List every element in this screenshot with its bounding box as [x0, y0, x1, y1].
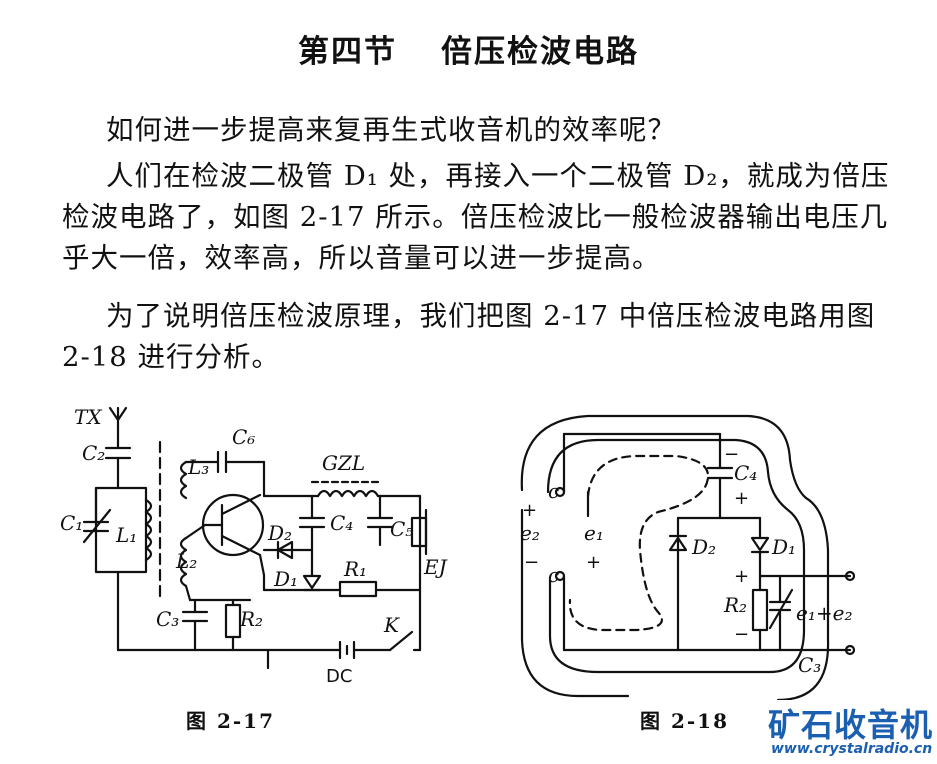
label-d2: D₂ — [691, 535, 716, 559]
section-heading: 第四节 倍压检波电路 — [0, 26, 937, 71]
label-ej: EJ — [423, 555, 448, 579]
label-minus-out: − — [734, 624, 749, 645]
label-d2: D₂ — [267, 521, 292, 545]
paragraph-1: 如何进一步提高来复再生式收音机的效率呢？ — [106, 114, 676, 146]
label-c3: C₃ — [798, 653, 821, 677]
label-d1: D₁ — [273, 567, 298, 591]
section-title: 倍压检波电路 — [441, 34, 639, 70]
label-l1: L₁ — [115, 523, 137, 547]
label-c2: C₂ — [82, 441, 105, 465]
label-minus-e2: − — [524, 552, 539, 573]
label-c-top: c — [548, 479, 559, 503]
circuit-diagram-2-17: TX C₂ C₁ L₁ L₃ C₆ L₂ GZL C₄ C₅ D₂ D₁ R₁ … — [60, 405, 448, 687]
label-c3: C₃ — [156, 607, 179, 631]
label-r2: R₂ — [723, 593, 747, 617]
label-c-bottom: c — [548, 563, 559, 587]
label-e2: e₂ — [520, 521, 540, 545]
label-r2: R₂ — [239, 607, 263, 631]
label-c5: C₅ — [390, 517, 413, 541]
label-dc: DC — [326, 666, 352, 687]
section-number: 第四节 — [298, 34, 397, 70]
circuit-diagram-2-18: c c + e₂ − e₁ + − C₄ + D₂ D₁ + R₂ − e₁+e… — [520, 414, 856, 700]
label-c4: C₄ — [734, 461, 757, 485]
paragraph-2: 人们在检波二极管 D₁ 处，再接入一个二极管 D₂，就成为倍压检波电路了，如图 … — [62, 160, 890, 274]
label-c4-minus: − — [724, 444, 739, 465]
label-c4-plus: + — [734, 488, 749, 509]
label-plus-e2: + — [522, 500, 537, 521]
paragraph-3: 为了说明倍压检波原理，我们把图 2-17 中倍压检波电路用图 2-18 进行分析… — [62, 300, 876, 373]
watermark-url: www.crystalradio.cn — [771, 741, 933, 757]
label-c1: C₁ — [60, 511, 83, 535]
caption-figure-2-17: 图 2-17 — [186, 709, 276, 733]
label-c4: C₄ — [330, 511, 353, 535]
label-gzl: GZL — [322, 451, 365, 475]
label-e1: e₁ — [584, 521, 604, 545]
watermark-logo: 矿石收音机 — [768, 706, 934, 744]
label-c6: C₆ — [232, 425, 255, 449]
label-l3: L₃ — [187, 455, 209, 479]
label-tx: TX — [74, 405, 102, 429]
label-e1-plus-e2: e₁+e₂ — [796, 601, 852, 625]
label-plus-out: + — [734, 566, 749, 587]
label-r1: R₁ — [343, 557, 367, 581]
label-k: K — [383, 613, 400, 637]
caption-figure-2-18: 图 2-18 — [640, 709, 730, 733]
label-plus-e1: + — [586, 552, 601, 573]
label-l2: L₂ — [175, 549, 197, 573]
label-d1: D₁ — [771, 535, 796, 559]
